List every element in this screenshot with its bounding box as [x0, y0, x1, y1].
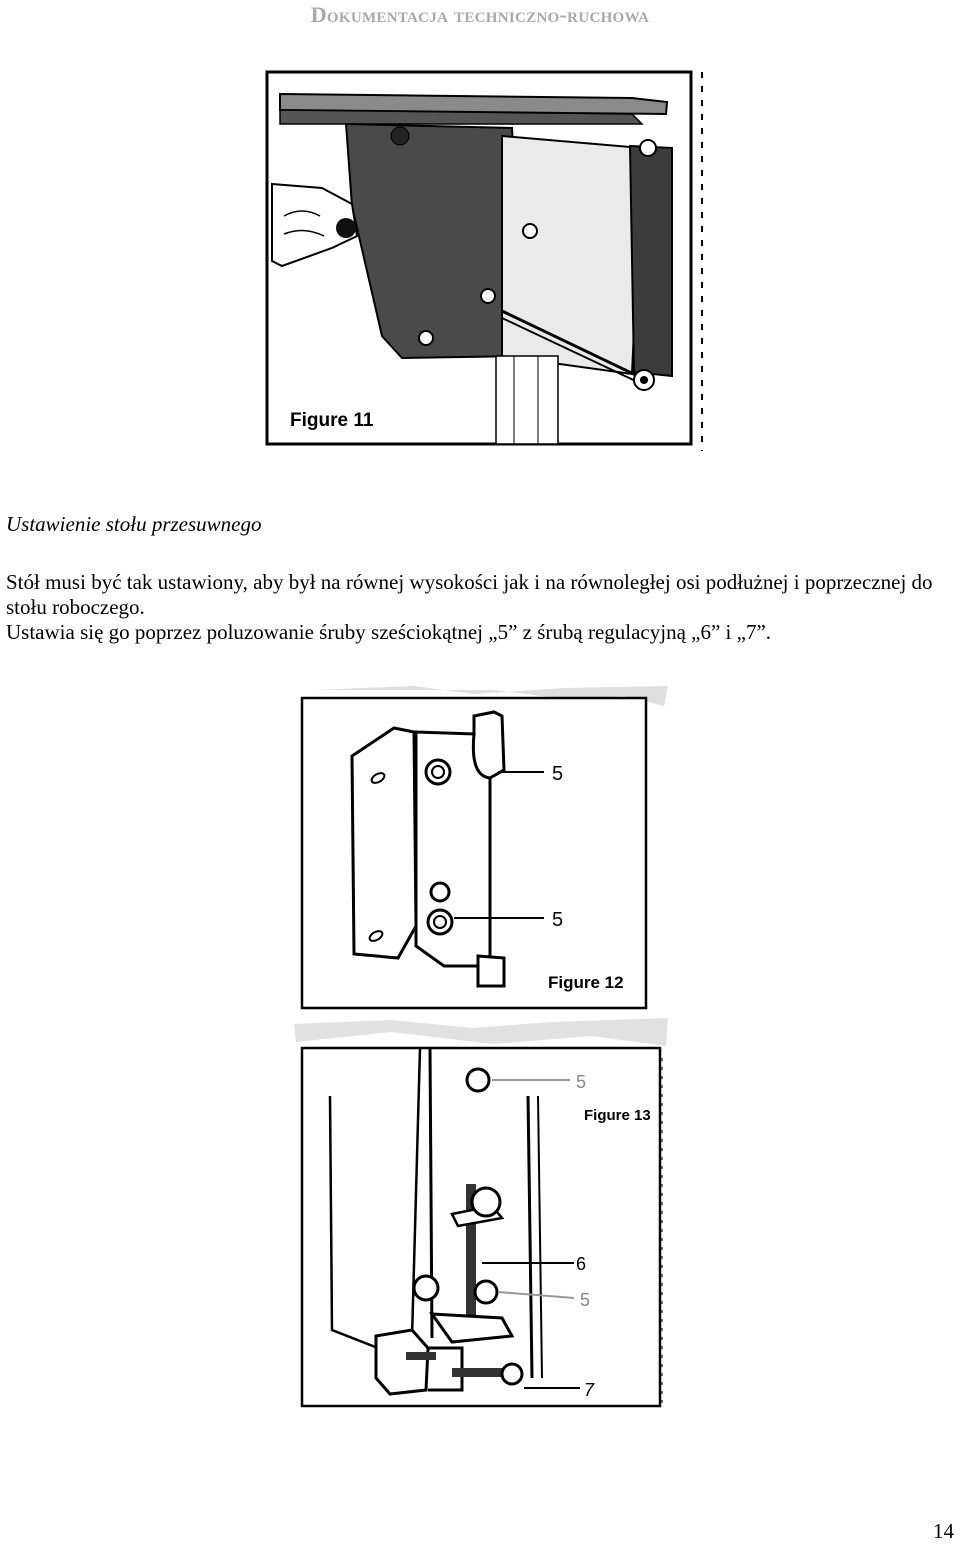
- page-header: Dokumentacja techniczno-ruchowa: [310, 2, 650, 27]
- callout-5: 5: [552, 909, 563, 931]
- figure-13: 5 6 5 7 Figure 13: [292, 1018, 672, 1418]
- callout-5: 5: [576, 1072, 586, 1092]
- callout-6: 6: [576, 1254, 586, 1274]
- hand-illustration: [271, 182, 359, 268]
- bracket-plate: [350, 726, 418, 960]
- figure-13-label: Figure 13: [584, 1107, 651, 1124]
- callout-5: 5: [580, 1290, 590, 1310]
- paragraph: Ustawia się go poprzez poluzowanie śruby…: [6, 620, 772, 644]
- page-number: 14: [933, 1519, 954, 1543]
- figure-11-label: Figure 11: [290, 410, 374, 431]
- callout-5: 5: [552, 763, 563, 785]
- body-text: Stół musi być tak ustawiony, aby był na …: [6, 570, 956, 645]
- paragraph: Stół musi być tak ustawiony, aby był na …: [6, 570, 933, 619]
- section-title: Ustawienie stołu przesuwnego: [6, 512, 262, 536]
- figure-12-label: Figure 12: [548, 973, 624, 992]
- figure-12: 5 5 Figure 12: [294, 686, 672, 1016]
- figure-11: Figure 11: [262, 66, 708, 458]
- callout-7: 7: [584, 1380, 595, 1400]
- fence-panel: [501, 134, 644, 376]
